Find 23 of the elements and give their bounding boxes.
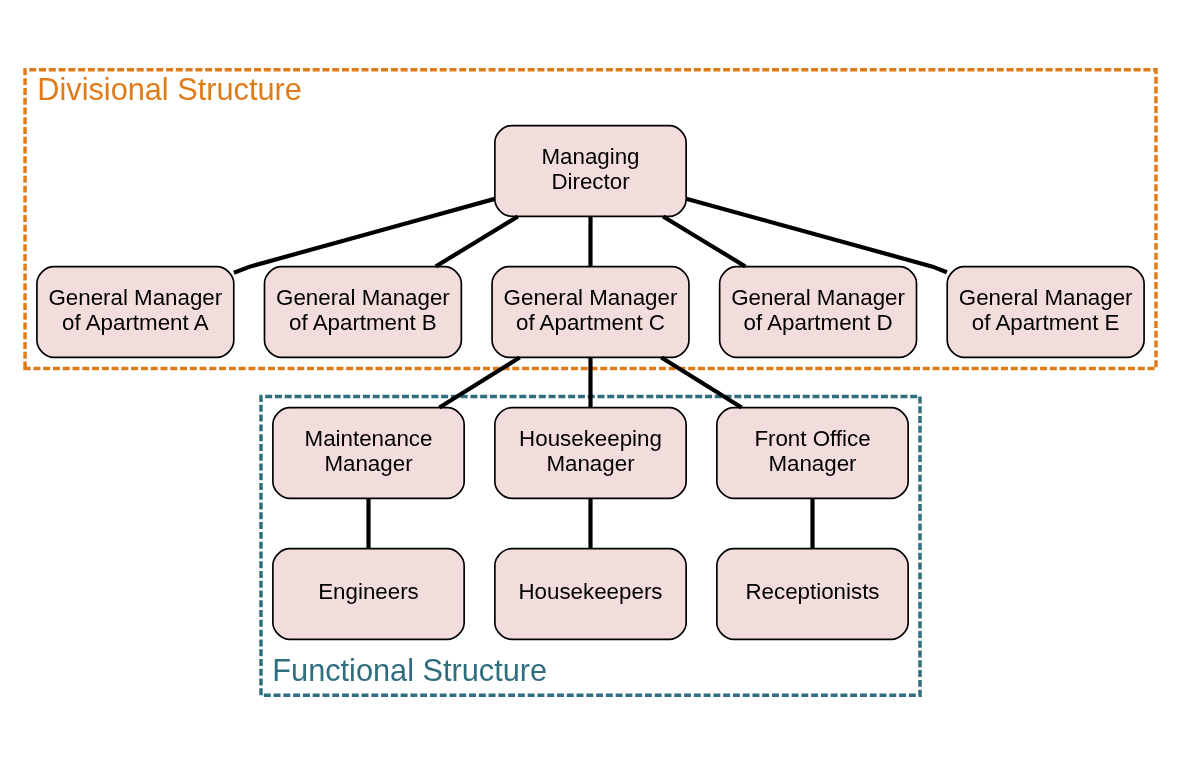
connector <box>685 196 948 275</box>
node-box: General Manager of Apartment A <box>36 265 235 359</box>
connector <box>662 214 747 269</box>
node-box: General Manager of Apartment C <box>491 265 690 359</box>
connector <box>660 355 743 410</box>
node-box: Receptionists <box>716 547 909 641</box>
connector <box>233 196 496 275</box>
node-box: Housekeeping Manager <box>494 406 687 500</box>
connector <box>434 214 519 269</box>
connector <box>588 216 593 267</box>
node-box: General Manager of Apartment D <box>718 265 918 359</box>
node-box: General Manager of Apartment B <box>263 265 463 359</box>
connector <box>810 498 815 549</box>
connector <box>588 498 593 549</box>
connector <box>366 498 371 549</box>
node-box: General Manager of Apartment E <box>946 265 1145 359</box>
node-box: Managing Director <box>494 124 687 218</box>
node-box: Maintenance Manager <box>272 406 465 500</box>
connector <box>588 357 593 408</box>
node-box: Engineers <box>272 547 465 641</box>
node-box: Front Office Manager <box>716 406 909 500</box>
connector <box>438 355 521 410</box>
node-box: Housekeepers <box>494 547 687 641</box>
